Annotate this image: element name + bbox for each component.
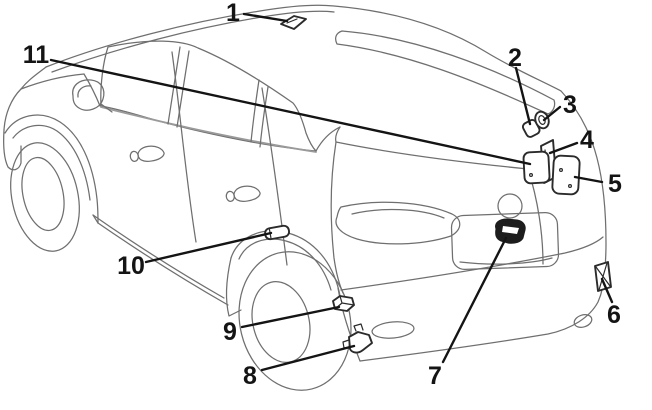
side-glass-band: [100, 40, 317, 152]
callout-3-label: 3: [563, 91, 577, 119]
roof-antenna-marker-detail: [286, 18, 298, 24]
tailgate-opener-marker: [495, 218, 526, 244]
bumper-top-crease: [340, 236, 604, 291]
tailgate-left-edge: [330, 141, 344, 294]
callout-7-line: [441, 236, 508, 364]
rear-wheel-arch-inner: [238, 238, 332, 291]
tail-light: [335, 201, 461, 245]
callout-4-line: [548, 141, 579, 155]
c-pillar-front-line: [250, 79, 260, 143]
callout-11-line: [49, 58, 532, 166]
roof-antenna-marker: [280, 15, 307, 30]
rear-bumper-side-sensor-marker: [594, 261, 612, 292]
callout-1-line: [242, 12, 289, 23]
callout-5: 5: [573, 170, 622, 198]
rear-gate-plate-right-dot-1: [558, 168, 563, 173]
license-plate-recess: [450, 211, 560, 271]
rear-gate-plate-left-marker: [522, 150, 551, 185]
front-wheel-arch: [4, 114, 99, 224]
callout-10-label: 10: [117, 252, 145, 280]
front-wheel-hub: [21, 156, 65, 232]
callout-1: 1: [226, 0, 289, 27]
callout-8-line: [260, 344, 356, 372]
callout-5-line: [573, 175, 604, 184]
rear-gate-plate-left-dot: [528, 173, 533, 178]
callout-10: 10: [117, 231, 273, 280]
quarter-window-kick: [315, 126, 341, 152]
beltline-shading: [100, 106, 317, 153]
callout-9-label: 9: [223, 318, 237, 346]
cowl-hood-line: [20, 73, 85, 90]
callout-7-label: 7: [428, 362, 442, 390]
a-pillar-front-edge: [3, 66, 47, 131]
rear-door-cut-line: [261, 87, 288, 266]
front-wheel-arch-inner: [12, 124, 91, 201]
rocker-line-lower: [97, 222, 229, 306]
callout-8-label: 8: [243, 362, 257, 390]
rear-spoiler: [335, 30, 556, 115]
front-bumper-corner: [3, 129, 22, 171]
front-door-handle: [129, 145, 165, 162]
front-door-cut-line: [171, 51, 197, 243]
callout-8: 8: [243, 344, 356, 390]
vehicle-drawing: [3, 4, 607, 391]
fog-reflector-recess: [371, 321, 415, 339]
rocker-step: [92, 214, 99, 224]
bumper-bottom-edge: [359, 271, 605, 362]
component-markers: [264, 15, 612, 354]
rear-glass-left-edge: [335, 126, 341, 143]
callout-4-label: 4: [580, 126, 594, 154]
callout-6-line: [600, 277, 614, 304]
b-pillar-front-line: [167, 46, 181, 125]
callouts: 1 2 3 4 5 6 7 8: [23, 0, 622, 390]
rear-mud-flap: [225, 257, 242, 317]
callout-7: 7: [428, 236, 508, 390]
callout-5-label: 5: [608, 170, 622, 198]
rear-gate-plate-right-marker: [551, 154, 581, 196]
roof-rail-inner-line: [51, 10, 335, 73]
exhaust-tip: [573, 314, 593, 328]
c-pillar-rear-line: [259, 86, 269, 148]
callout-11: 11: [23, 41, 532, 166]
rear-emblem: [497, 193, 523, 219]
rear-door-handle: [225, 185, 261, 202]
callout-6-label: 6: [607, 301, 621, 329]
callout-2-label: 2: [508, 44, 522, 72]
callout-3: 3: [542, 91, 577, 122]
callout-1-label: 1: [226, 0, 240, 27]
license-recess-lower-line: [459, 257, 553, 265]
callout-2: 2: [508, 44, 532, 126]
callout-6: 6: [600, 277, 621, 329]
rear-wheel-hub: [251, 281, 311, 363]
tailgate-shoulder-line: [335, 141, 529, 170]
front-tire: [10, 142, 80, 252]
callout-10-line: [144, 231, 273, 264]
callout-9: 9: [223, 305, 341, 346]
callout-3-line: [542, 105, 562, 122]
windshield-side-base: [83, 73, 101, 107]
side-mirror: [72, 79, 113, 113]
callout-2-line: [514, 66, 532, 126]
callout-9-line: [240, 305, 341, 329]
roofline: [45, 4, 562, 92]
callout-4: 4: [548, 126, 594, 155]
rear-gate-plate-right-dot-2: [567, 184, 572, 189]
rear-bumper-lower-unit-marker: [342, 323, 373, 354]
rocker-line-upper: [92, 214, 225, 299]
callout-11-label: 11: [23, 41, 50, 69]
